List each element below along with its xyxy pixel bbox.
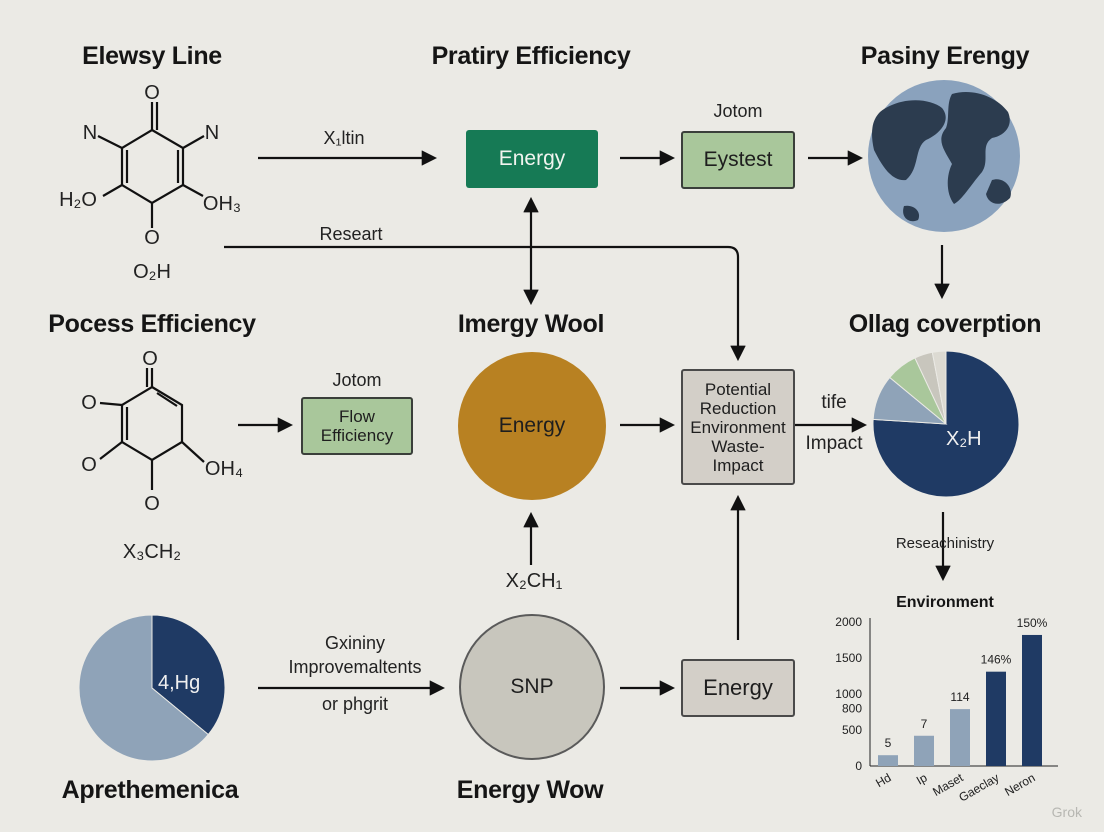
heading-mid-center: Imergy Wool <box>457 310 605 338</box>
snp-circle: SNP <box>459 614 605 760</box>
bar-label-4: 150% <box>1017 616 1048 630</box>
energy-box-bottom-label: Energy <box>703 675 773 700</box>
mol2-atom-bottom: O <box>144 493 160 515</box>
pie-chart-left <box>78 614 226 762</box>
molecule-2-structure <box>99 368 205 490</box>
y-tick-0: 0 <box>855 759 862 773</box>
heading-top-right: Pasiny Erengy <box>860 42 1030 70</box>
potential-line-5: Impact <box>712 455 764 475</box>
energy-box-bottom: Energy <box>681 659 795 717</box>
pie-left-slice-0 <box>151 614 226 736</box>
heading-top-center: Pratiry Efficiency <box>431 42 631 70</box>
bar-4 <box>1022 634 1042 766</box>
globe-icon <box>868 80 1020 232</box>
label-jotom-mid: Jotom <box>332 370 382 390</box>
bar-label-0: 5 <box>885 736 892 750</box>
bar-2 <box>950 709 970 766</box>
label-gxininy: Gxininy <box>324 633 386 653</box>
bar-0 <box>878 755 898 766</box>
label-research-chemistry: Reseachinistry <box>895 535 995 552</box>
mol2-atom-top: O <box>142 348 158 370</box>
flow-efficiency-line-2: Efficiency <box>320 426 394 445</box>
pie-chart-right <box>872 350 1020 498</box>
heading-mid-right: Ollag coverption <box>848 310 1042 338</box>
mol2-atom-bottom-left: O <box>81 454 97 476</box>
research-connector <box>224 245 746 362</box>
potential-line-1: Potential <box>704 379 772 399</box>
flow-efficiency-box: Flow Efficiency <box>301 397 413 455</box>
pie-left-slice-1 <box>78 614 209 762</box>
chart-title: Environment <box>896 594 994 611</box>
category-label-4: Neron <box>1002 770 1037 798</box>
potential-reduction-box: Potential Reduction Environment Waste- I… <box>681 369 795 485</box>
mol1-atom-bottom: O <box>144 227 160 249</box>
label-x1ltin: X₁ltin <box>323 128 365 148</box>
category-label-3: Gaeclay <box>956 770 1001 804</box>
category-label-1: Ip <box>914 770 930 787</box>
y-tick-1: 500 <box>842 723 862 737</box>
mol2-atom-left: O <box>81 392 97 414</box>
mol2-atom-bottom-right: OH₄ <box>204 458 244 480</box>
y-tick-4: 1500 <box>835 651 862 665</box>
mol1-atom-right: N <box>204 122 220 144</box>
label-x2ch1: X₂CH₁ <box>505 570 563 592</box>
bar-label-3: 146% <box>981 653 1012 667</box>
flow-arrows <box>224 150 951 696</box>
energy-circle-label: Energy <box>498 414 566 437</box>
label-impact: Impact <box>805 433 863 454</box>
heading-bottom-left: Aprethemenica <box>61 776 239 804</box>
y-tick-2: 800 <box>842 701 862 715</box>
potential-line-2: Reduction <box>699 398 777 418</box>
watermark: Grok <box>1051 804 1082 820</box>
label-tife: tife <box>821 392 847 413</box>
eystest-box: Eystest <box>681 131 795 189</box>
y-tick-3: 1000 <box>835 687 862 701</box>
mol1-caption: O₂H <box>133 261 171 283</box>
flow-efficiency-line-1: Flow <box>339 407 375 426</box>
bar-1 <box>914 735 934 766</box>
potential-line-4: Waste- <box>711 436 765 456</box>
bar-label-1: 7 <box>921 717 928 731</box>
mol1-atom-bottom-left: H₂O <box>59 189 97 211</box>
pie-right-slice-4 <box>931 350 947 425</box>
heading-mid-left: Pocess Efficiency <box>48 310 256 338</box>
molecule-1-structure <box>97 102 205 228</box>
pie-left-label: 4,Hg <box>158 672 201 694</box>
mol1-atom-left: N <box>82 122 98 144</box>
bar-label-2: 114 <box>950 690 969 704</box>
label-or-phgrit: or phgrit <box>321 694 389 714</box>
bar-3 <box>986 671 1006 766</box>
label-research: Researt <box>319 224 383 244</box>
bar-chart: Environment05008001000150020005Hd7Ip114M… <box>835 594 1058 805</box>
eystest-box-label: Eystest <box>703 148 773 171</box>
snp-circle-label: SNP <box>510 675 554 698</box>
potential-line-3: Environment <box>690 417 786 437</box>
heading-bottom-center: Energy Wow <box>456 776 604 804</box>
y-tick-5: 2000 <box>835 615 862 629</box>
energy-box-top-label: Energy <box>498 147 566 170</box>
energy-box-top: Energy <box>466 130 598 188</box>
category-label-0: Hd <box>873 770 893 790</box>
pie-right-label: X₂H <box>946 428 982 450</box>
mol1-atom-top: O <box>144 82 160 104</box>
mol2-caption: X₃CH₂ <box>122 541 182 563</box>
mol1-atom-bottom-right: OH₃ <box>202 193 242 215</box>
energy-circle: Energy <box>458 352 606 500</box>
label-improvemaltents: Improvemaltents <box>288 657 422 677</box>
heading-top-left: Elewsy Line <box>82 42 222 70</box>
label-jotom-top: Jotom <box>713 101 763 121</box>
